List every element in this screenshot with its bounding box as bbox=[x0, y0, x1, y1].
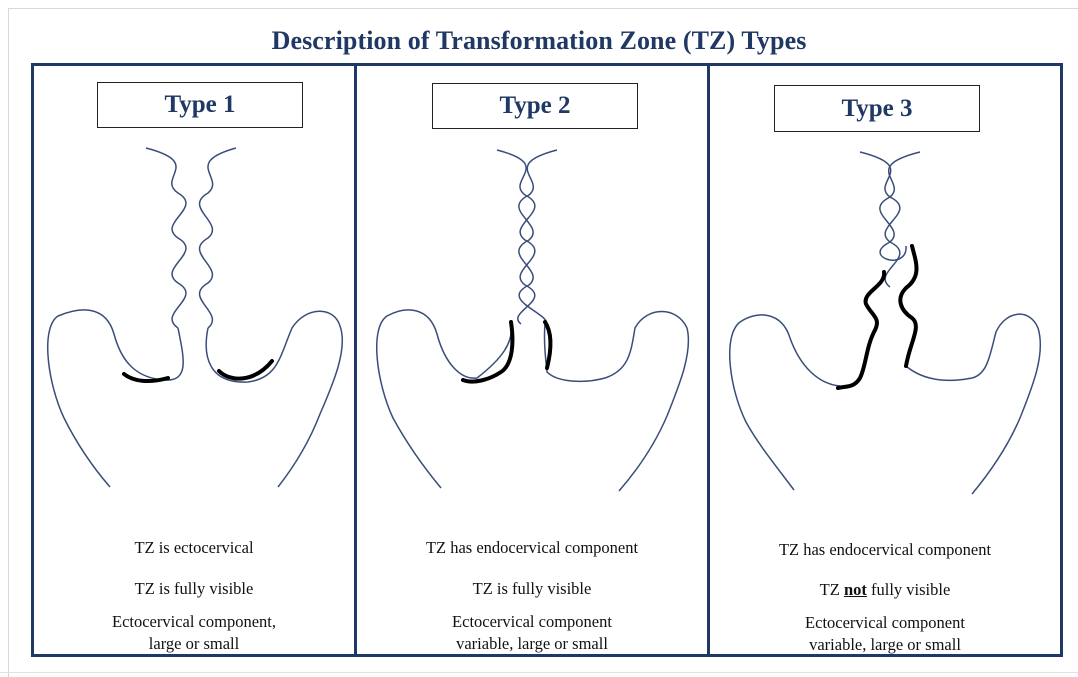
tz-left-deep-endocervical bbox=[838, 272, 884, 388]
type-2-line-3a: Ectocervical component bbox=[357, 611, 707, 632]
canal-wall-left bbox=[860, 152, 900, 287]
page-title: Description of Transformation Zone (TZ) … bbox=[0, 26, 1078, 56]
cervix-outline-right bbox=[906, 314, 1040, 494]
type-3-cervix-diagram bbox=[710, 66, 1066, 660]
frame-edge bbox=[8, 8, 1078, 9]
cervix-outline-left bbox=[730, 315, 840, 490]
type-3-line-2-pre: TZ bbox=[820, 580, 844, 599]
type-3-line-2: TZ not fully visible bbox=[710, 579, 1060, 600]
type-1-line-3a: Ectocervical component, bbox=[34, 611, 354, 632]
type-2-line-2: TZ is fully visible bbox=[357, 578, 707, 599]
type-2-cervix-diagram bbox=[357, 66, 713, 660]
tz-left-endocervical bbox=[463, 322, 512, 382]
type-3-line-3b: variable, large or small bbox=[710, 634, 1060, 655]
canal-wall-right bbox=[519, 150, 557, 324]
type-2-line-1: TZ has endocervical component bbox=[357, 537, 707, 558]
canal-wall-left bbox=[146, 148, 186, 328]
type-2-line-3b: variable, large or small bbox=[357, 633, 707, 654]
type-1-line-1: TZ is ectocervical bbox=[34, 537, 354, 558]
canal-wall-right bbox=[200, 148, 236, 328]
type-1-line-3b: large or small bbox=[34, 633, 354, 654]
cervix-outline-left bbox=[377, 310, 512, 488]
divider bbox=[0, 672, 1078, 673]
cervix-outline-left bbox=[48, 310, 183, 487]
type-1-cervix-diagram bbox=[34, 66, 360, 660]
tz-left-ectocervical bbox=[124, 374, 168, 381]
tz-right-deep-endocervical bbox=[900, 246, 916, 366]
type-3-panel: Type 3 TZ has endocervical component TZ … bbox=[707, 63, 1063, 657]
type-1-line-2: TZ is fully visible bbox=[34, 578, 354, 599]
type-3-line-3a: Ectocervical component bbox=[710, 612, 1060, 633]
type-1-panel: Type 1 TZ is ectocervical TZ is fully vi… bbox=[31, 63, 357, 657]
cervix-outline-right bbox=[206, 311, 342, 487]
type-3-line-1: TZ has endocervical component bbox=[710, 539, 1060, 560]
frame-edge bbox=[8, 8, 9, 677]
type-3-not-emphasis: not bbox=[844, 580, 867, 599]
cervix-outline-right bbox=[544, 312, 688, 492]
type-2-panel: Type 2 TZ has endocervical component TZ … bbox=[354, 63, 710, 657]
type-3-line-2-post: fully visible bbox=[867, 580, 950, 599]
